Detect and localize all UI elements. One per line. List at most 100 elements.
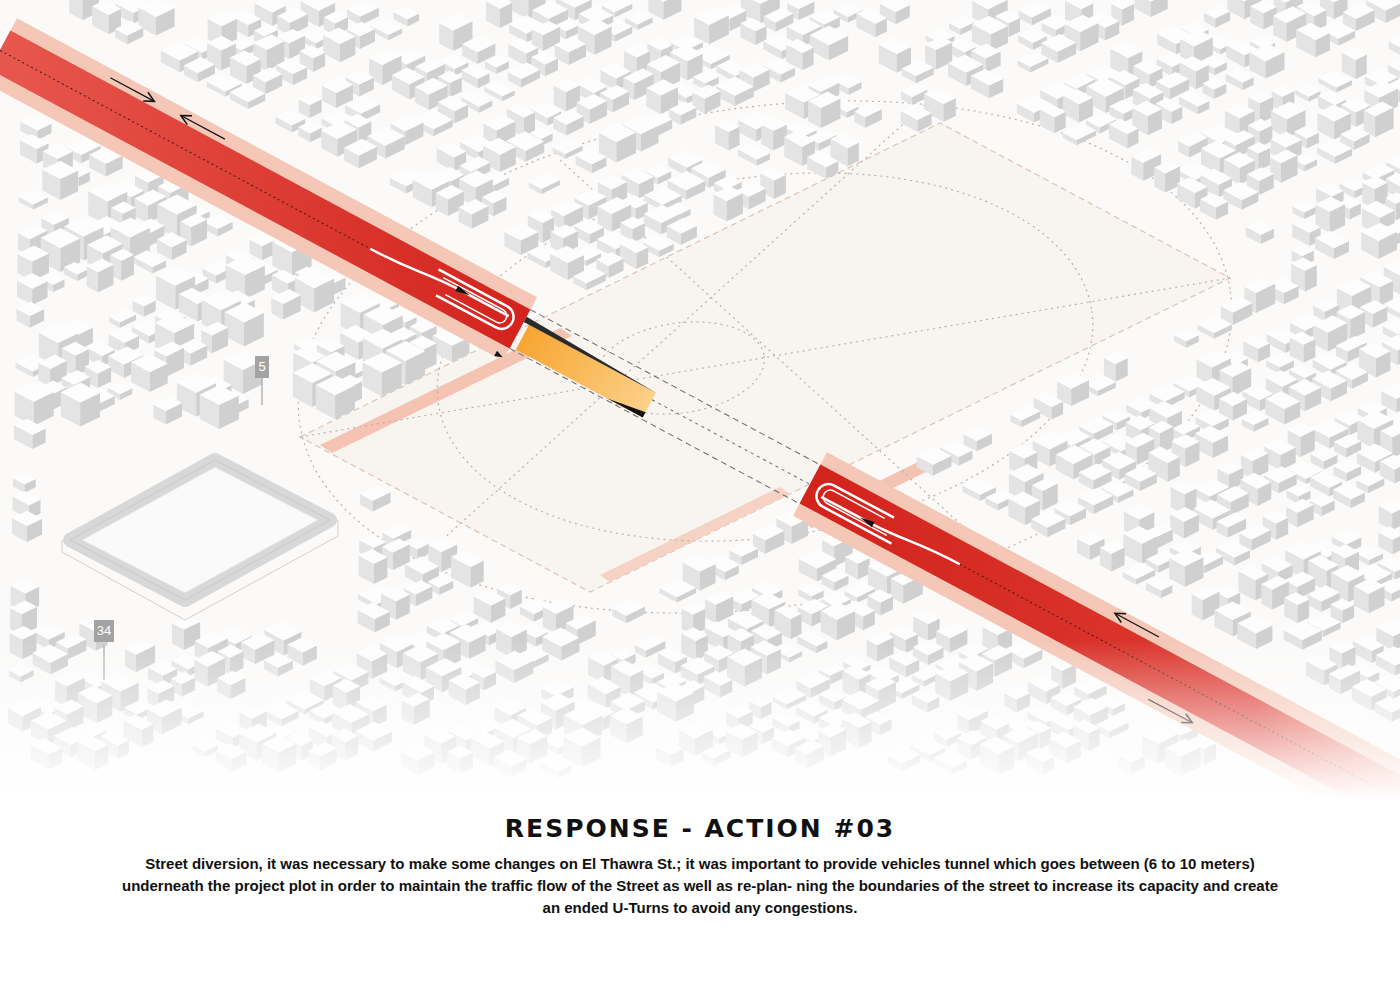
building-face <box>1018 28 1047 43</box>
building-face <box>459 170 493 187</box>
building-face <box>428 575 453 588</box>
building-face <box>760 167 786 180</box>
building-face <box>868 589 894 602</box>
building-face <box>1359 342 1391 358</box>
building-face <box>392 67 425 84</box>
building-face <box>1308 585 1340 601</box>
building-face <box>1204 5 1230 18</box>
building-face <box>1195 426 1228 443</box>
building-face <box>1225 103 1255 118</box>
building-face <box>693 70 719 83</box>
building-face <box>972 16 1008 35</box>
building-face <box>1262 556 1293 572</box>
building-face <box>1200 193 1228 208</box>
building-face <box>12 511 42 526</box>
building-face <box>1223 182 1258 200</box>
building-face <box>1123 563 1155 579</box>
building-face <box>1150 384 1185 402</box>
building-face <box>597 252 624 266</box>
building-face <box>1169 549 1203 566</box>
building-face <box>1311 448 1338 462</box>
building-face <box>901 104 932 120</box>
building-face <box>599 123 636 142</box>
building-face <box>691 160 726 178</box>
building-face <box>1132 101 1162 116</box>
building-face <box>1295 84 1320 97</box>
building-face <box>1217 486 1249 502</box>
plot-edge-strip <box>600 487 790 582</box>
building-face <box>543 598 574 614</box>
building-face <box>1177 177 1207 193</box>
building-face <box>647 37 672 50</box>
building-face <box>621 167 653 184</box>
building-face <box>1123 526 1157 544</box>
building-face <box>42 161 78 179</box>
building-face <box>1149 421 1174 434</box>
building-face <box>134 250 167 267</box>
building-face <box>439 14 472 31</box>
building-face <box>299 93 322 105</box>
building-face <box>253 67 282 82</box>
building-face <box>405 557 439 575</box>
building-face <box>1104 352 1128 364</box>
building-face <box>901 84 927 97</box>
building-face <box>1034 392 1063 407</box>
building-face <box>1389 34 1400 48</box>
building-face <box>1111 0 1134 10</box>
building-face <box>1266 353 1294 367</box>
project-plot <box>300 123 1230 592</box>
building-face <box>154 342 184 357</box>
building-face <box>156 266 195 286</box>
building-face <box>17 273 48 289</box>
building-face <box>1331 598 1355 610</box>
building-face <box>1172 420 1200 434</box>
building-face <box>831 134 859 149</box>
building-face <box>971 69 1003 86</box>
building-face <box>271 289 300 304</box>
building-face <box>1383 320 1400 335</box>
building-face <box>382 538 410 552</box>
building-face <box>553 139 583 154</box>
building-face <box>1171 481 1197 494</box>
building-face <box>1343 3 1375 19</box>
building-face <box>879 38 911 55</box>
building-face <box>1009 464 1044 482</box>
building-face <box>254 0 285 12</box>
building-face <box>1065 0 1093 9</box>
building-face <box>111 217 150 237</box>
building-face <box>14 419 46 435</box>
building-face <box>1125 433 1154 448</box>
building-face <box>644 205 680 223</box>
building-face <box>1154 160 1180 173</box>
building-face <box>344 139 377 156</box>
building-face <box>1010 405 1040 420</box>
building-face <box>728 628 754 642</box>
building-face <box>1381 383 1400 399</box>
building-face <box>807 151 838 167</box>
building-face <box>300 45 325 58</box>
building-face <box>428 537 457 552</box>
building-face <box>601 63 631 79</box>
building-face <box>764 7 794 22</box>
building-face <box>949 38 976 52</box>
building-face <box>1285 541 1321 559</box>
building-face <box>1040 104 1066 117</box>
building-face <box>157 232 187 247</box>
building-face <box>85 341 115 356</box>
building-face <box>948 55 983 73</box>
building-face <box>854 103 881 117</box>
building-face <box>272 270 299 284</box>
building-face <box>1361 223 1397 241</box>
building-face <box>1109 119 1139 134</box>
site-illustration <box>0 0 1400 800</box>
building-face <box>741 0 780 4</box>
building-face <box>1296 23 1330 40</box>
building-face <box>1201 140 1236 158</box>
building-face <box>508 38 538 53</box>
building-face <box>1247 142 1270 154</box>
building-face <box>360 485 390 501</box>
building-face <box>1285 571 1315 587</box>
building-face <box>460 156 491 172</box>
building-face <box>1334 434 1361 448</box>
building-face <box>1271 132 1302 148</box>
